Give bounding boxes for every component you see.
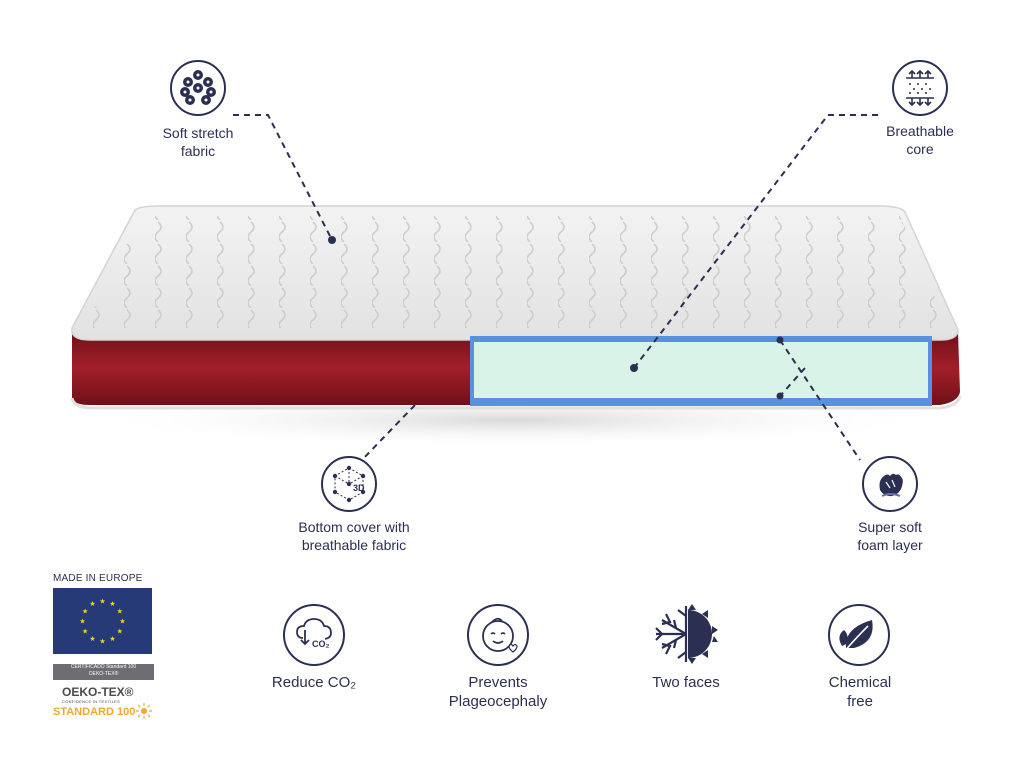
callout-bottom-cover-label: Bottom cover with breathable fabric xyxy=(289,518,419,554)
callout-line-bottom-cover xyxy=(359,404,416,463)
callout-line-super-soft xyxy=(779,339,861,461)
quilt-pattern xyxy=(84,216,948,328)
3d-mesh-icon: 3D xyxy=(321,456,377,512)
eu-star: ★ xyxy=(109,600,115,608)
oeko-sun-icon xyxy=(136,703,152,719)
feature-two-faces-label: Two faces xyxy=(626,673,746,692)
feature-prevents-line2: Plageocephaly xyxy=(448,693,548,710)
callout-line-breathable-core xyxy=(633,114,878,369)
certificate-strip: CERTIFICADO Standard 100 OEKO-TEX® xyxy=(53,664,154,680)
feature-reduce-co2-label: Reduce CO₂ xyxy=(254,673,374,692)
callout-breathable-core-line1: Breathable xyxy=(886,123,954,139)
eu-star: ★ xyxy=(117,608,123,616)
eu-star: ★ xyxy=(82,628,88,636)
feature-reduce-co2-line1: Reduce CO₂ xyxy=(271,674,357,691)
oeko-standard-label: STANDARD 100 xyxy=(53,706,136,718)
eu-star: ★ xyxy=(82,608,88,616)
feature-chemical-free-line2: free xyxy=(847,693,873,710)
callout-dot-foam-top xyxy=(776,336,784,344)
oeko-tex-tagline: CONFIDENCE IN TEXTILES xyxy=(62,699,121,704)
eu-star: ★ xyxy=(119,618,125,626)
hand-press-icon xyxy=(862,456,918,512)
callout-soft-stretch-label: Soft stretch fabric xyxy=(148,124,248,160)
core-cross-section xyxy=(474,342,928,398)
feature-prevents-label: Prevents Plageocephaly xyxy=(433,673,563,711)
eu-star: ★ xyxy=(89,635,95,643)
co2-cloud-icon: CO₂ xyxy=(283,604,345,666)
cert-line1: CERTIFICADO Standard 100 xyxy=(70,664,137,670)
callout-soft-stretch-line2: fabric xyxy=(180,143,216,159)
mattress-side-left xyxy=(72,330,470,405)
eu-star: ★ xyxy=(89,600,95,608)
oeko-tex-logo: OEKO-TEX® xyxy=(62,685,134,699)
callout-bottom-cover-line2: breathable fabric xyxy=(301,537,407,553)
eu-stars-ring: ★★★★★★★★★★★★ xyxy=(79,598,125,646)
callout-dot-foam-bottom xyxy=(776,392,784,400)
callout-bottom-cover-line1: Bottom cover with xyxy=(298,519,410,535)
eu-star: ★ xyxy=(99,598,105,606)
made-in-europe-label: MADE IN EUROPE xyxy=(53,573,143,584)
feature-chemical-free-line1: Chemical xyxy=(828,674,892,691)
callout-super-soft-line2: foam layer xyxy=(857,537,923,553)
eu-star: ★ xyxy=(109,635,115,643)
baby-face-icon xyxy=(467,604,529,666)
callout-super-soft-line1: Super soft xyxy=(858,519,922,535)
callout-breathable-core-label: Breathable core xyxy=(870,122,970,158)
mattress-side-right xyxy=(930,332,960,405)
callout-breathable-core-line2: core xyxy=(906,141,934,157)
feature-two-faces-line1: Two faces xyxy=(652,674,720,691)
callout-dot-core xyxy=(630,364,638,372)
cert-line2: OEKO-TEX® xyxy=(88,671,119,677)
3d-icon-text: 3D xyxy=(353,483,365,493)
callout-line-soft-stretch xyxy=(233,114,333,241)
callout-dot-soft-stretch xyxy=(328,236,336,244)
feature-prevents-line1: Prevents xyxy=(468,674,528,691)
callout-super-soft-label: Super soft foam layer xyxy=(840,518,940,554)
eu-star: ★ xyxy=(99,638,105,646)
airflow-icon xyxy=(892,60,948,116)
snowflake-sun-icon xyxy=(652,598,724,670)
leaf-icon xyxy=(828,604,890,666)
callout-soft-stretch-line1: Soft stretch xyxy=(162,125,234,141)
eu-star: ★ xyxy=(117,628,123,636)
grid-dots-icon xyxy=(170,60,226,116)
co2-icon-text: CO₂ xyxy=(312,639,330,649)
eu-star: ★ xyxy=(79,618,85,626)
feature-chemical-free-label: Chemical free xyxy=(800,673,920,711)
eu-flag: ★★★★★★★★★★★★ xyxy=(53,588,152,654)
